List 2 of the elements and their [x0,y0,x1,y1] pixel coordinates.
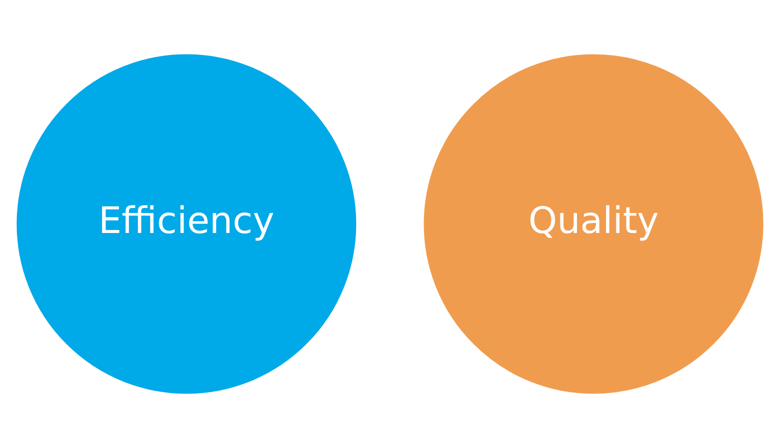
node-circle: Quality [422,52,766,396]
node-circle: Efficiency [14,52,358,396]
